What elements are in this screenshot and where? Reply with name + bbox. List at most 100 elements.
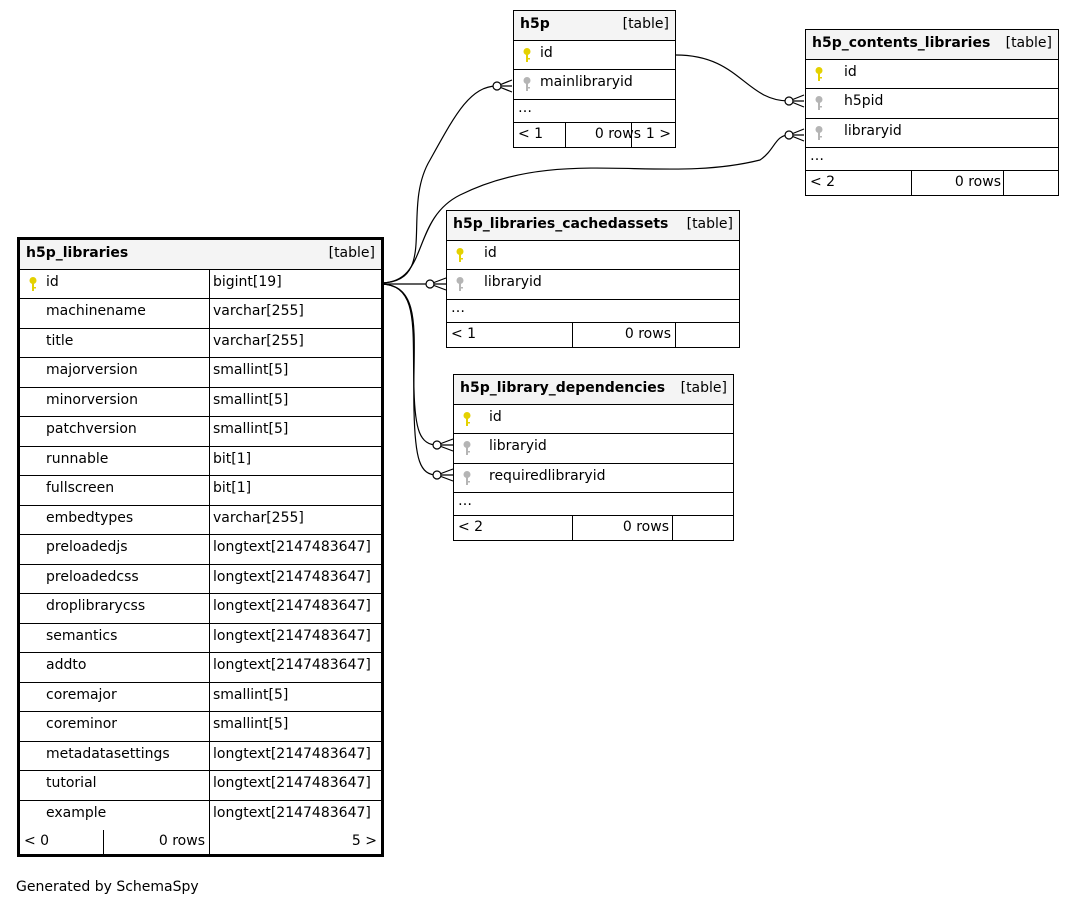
ellipsis-row: … bbox=[806, 148, 1058, 171]
column-row: coreminor smallint[5] bbox=[20, 712, 381, 742]
column-type: varchar[255] bbox=[213, 303, 304, 319]
column-type: smallint[5] bbox=[213, 362, 289, 378]
more-columns: … bbox=[451, 300, 465, 316]
column-name: libraryid bbox=[844, 123, 902, 139]
ellipsis-row: … bbox=[454, 493, 733, 516]
footer-rows: 0 rows bbox=[158, 833, 205, 849]
primary-key-icon bbox=[814, 66, 824, 82]
column-name: patchversion bbox=[46, 421, 137, 437]
table-footer: < 2 0 rows bbox=[454, 516, 733, 540]
column-name: preloadedjs bbox=[46, 539, 128, 555]
column-name: libraryid bbox=[484, 274, 542, 290]
table-footer: < 0 0 rows 5 > bbox=[20, 830, 381, 854]
foreign-key-icon bbox=[462, 470, 472, 486]
column-name: id bbox=[489, 409, 502, 425]
table-h5p-contents-libraries[interactable]: h5p_contents_libraries [table] id h5pid … bbox=[805, 29, 1059, 196]
column-type: longtext[2147483647] bbox=[213, 746, 371, 762]
ellipsis-row: … bbox=[514, 100, 675, 123]
table-h5p-libraries-cachedassets[interactable]: h5p_libraries_cachedassets [table] id li… bbox=[446, 210, 740, 348]
column-name: tutorial bbox=[46, 775, 97, 791]
column-row: h5pid bbox=[806, 89, 1058, 119]
column-type: longtext[2147483647] bbox=[213, 598, 371, 614]
column-type: smallint[5] bbox=[213, 392, 289, 408]
ellipsis-row: … bbox=[447, 300, 739, 323]
column-name: title bbox=[46, 333, 74, 349]
foreign-key-icon bbox=[522, 76, 532, 92]
footer-rows: 0 rows bbox=[624, 326, 671, 342]
table-name: h5p_library_dependencies bbox=[460, 380, 666, 396]
column-name: coreminor bbox=[46, 716, 118, 732]
table-kind: [table] bbox=[328, 245, 375, 261]
table-header: h5p_contents_libraries [table] bbox=[806, 30, 1058, 60]
column-name: semantics bbox=[46, 628, 118, 644]
footer-prev: < 1 bbox=[518, 126, 544, 142]
footer-rows: 0 rows bbox=[622, 519, 669, 535]
table-h5p[interactable]: h5p [table] id mainlibraryid … < 1 0 row… bbox=[513, 10, 676, 148]
footer-prev: < 1 bbox=[451, 326, 477, 342]
more-columns: … bbox=[518, 100, 532, 116]
table-name: h5p_contents_libraries bbox=[812, 35, 991, 51]
primary-key-icon bbox=[455, 247, 465, 263]
column-row: id bbox=[514, 41, 675, 70]
column-name: id bbox=[844, 64, 857, 80]
footer-prev: < 0 bbox=[24, 833, 50, 849]
table-kind: [table] bbox=[680, 380, 727, 396]
column-name: runnable bbox=[46, 451, 109, 467]
column-name: id bbox=[540, 45, 553, 61]
column-row: id bbox=[806, 60, 1058, 89]
foreign-key-icon bbox=[814, 95, 824, 111]
column-row: id bigint[19] bbox=[20, 270, 381, 299]
primary-key-icon bbox=[28, 276, 38, 292]
column-name: h5pid bbox=[844, 93, 884, 109]
edge-h5p-libraries-to-dependencies-libraryid bbox=[379, 283, 438, 446]
column-name: id bbox=[46, 274, 59, 290]
edge-h5p-libraries-to-dependencies-required bbox=[379, 283, 438, 476]
column-type: varchar[255] bbox=[213, 333, 304, 349]
column-type: bigint[19] bbox=[213, 274, 282, 290]
column-row: id bbox=[454, 405, 733, 434]
column-type: longtext[2147483647] bbox=[213, 539, 371, 555]
footer-rows: 0 rows bbox=[594, 126, 641, 142]
table-name: h5p_libraries_cachedassets bbox=[453, 216, 669, 232]
column-name: libraryid bbox=[489, 438, 547, 454]
column-type: smallint[5] bbox=[213, 421, 289, 437]
column-row: patchversion smallint[5] bbox=[20, 417, 381, 447]
table-kind: [table] bbox=[1005, 35, 1052, 51]
foreign-key-icon bbox=[455, 276, 465, 292]
column-type: longtext[2147483647] bbox=[213, 569, 371, 585]
column-type: bit[1] bbox=[213, 480, 252, 496]
table-header: h5p [table] bbox=[514, 11, 675, 41]
primary-key-icon bbox=[522, 47, 532, 63]
primary-key-icon bbox=[462, 411, 472, 427]
column-type: smallint[5] bbox=[213, 687, 289, 703]
more-columns: … bbox=[810, 148, 824, 164]
column-type: longtext[2147483647] bbox=[213, 805, 371, 821]
column-name: preloadedcss bbox=[46, 569, 139, 585]
foreign-key-icon bbox=[462, 440, 472, 456]
column-row: id bbox=[447, 241, 739, 270]
table-name: h5p bbox=[520, 16, 550, 32]
column-type: varchar[255] bbox=[213, 510, 304, 526]
footer-prev: < 2 bbox=[810, 174, 836, 190]
column-row: libraryid bbox=[447, 270, 739, 300]
table-kind: [table] bbox=[622, 16, 669, 32]
table-h5p-library-dependencies[interactable]: h5p_library_dependencies [table] id libr… bbox=[453, 374, 734, 541]
column-name: requiredlibraryid bbox=[489, 468, 606, 484]
column-name: majorversion bbox=[46, 362, 138, 378]
table-footer: < 1 0 rows 1 > bbox=[514, 123, 675, 147]
column-type: smallint[5] bbox=[213, 716, 289, 732]
table-header: h5p_library_dependencies [table] bbox=[454, 375, 733, 405]
